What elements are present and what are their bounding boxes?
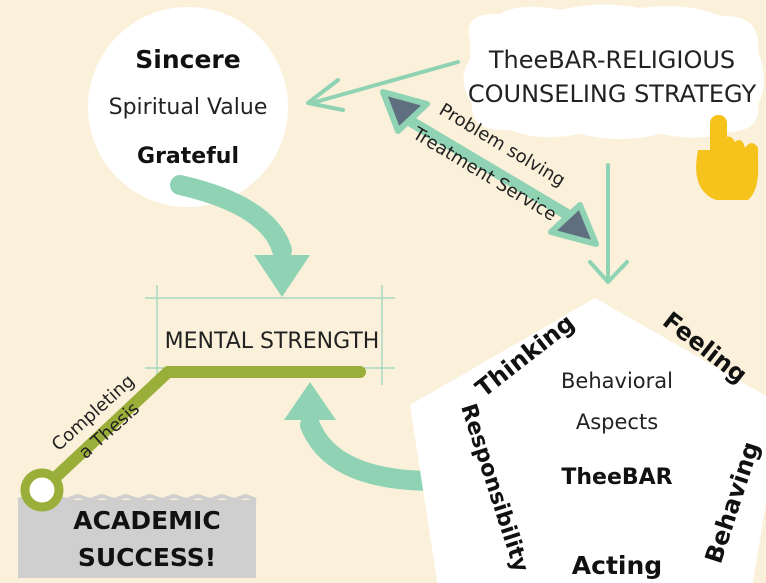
behavior-pentagon (410, 298, 766, 583)
arrow-cloud-to-circle (306, 60, 460, 112)
arrow-cloud-to-pentagon (588, 163, 629, 284)
problem-solving-connector (380, 89, 599, 247)
theebar-label: TheeBAR (561, 465, 672, 490)
grateful-label: Grateful (137, 144, 239, 169)
mental-strength-label: MENTAL STRENGTH (165, 329, 380, 354)
connector-triangle-bottom (548, 202, 599, 247)
strategy-title-line2: COUNSELING STRATEGY (468, 80, 757, 108)
success-box (18, 500, 256, 578)
sincere-label: Sincere (135, 45, 240, 74)
arrow-circle-to-mental (170, 175, 310, 297)
acting-label: Acting (572, 551, 662, 580)
success-label: SUCCESS! (78, 543, 216, 572)
spiritual-value-label: Spiritual Value (109, 95, 268, 120)
strategy-title-line1: TheeBAR-RELIGIOUS (488, 46, 735, 74)
thesis-path (20, 366, 366, 512)
aspects-label: Aspects (576, 410, 658, 434)
spiritual-circle (88, 7, 288, 207)
thesis-text: Completing a Thesis (48, 371, 144, 464)
academic-label: ACADEMIC (73, 506, 220, 535)
thesis-start-node (20, 468, 64, 512)
pointing-hand-icon (696, 115, 759, 200)
strategy-cloud (463, 4, 764, 140)
behavioral-label: Behavioral (561, 369, 673, 393)
connector-triangle-top (380, 89, 430, 134)
